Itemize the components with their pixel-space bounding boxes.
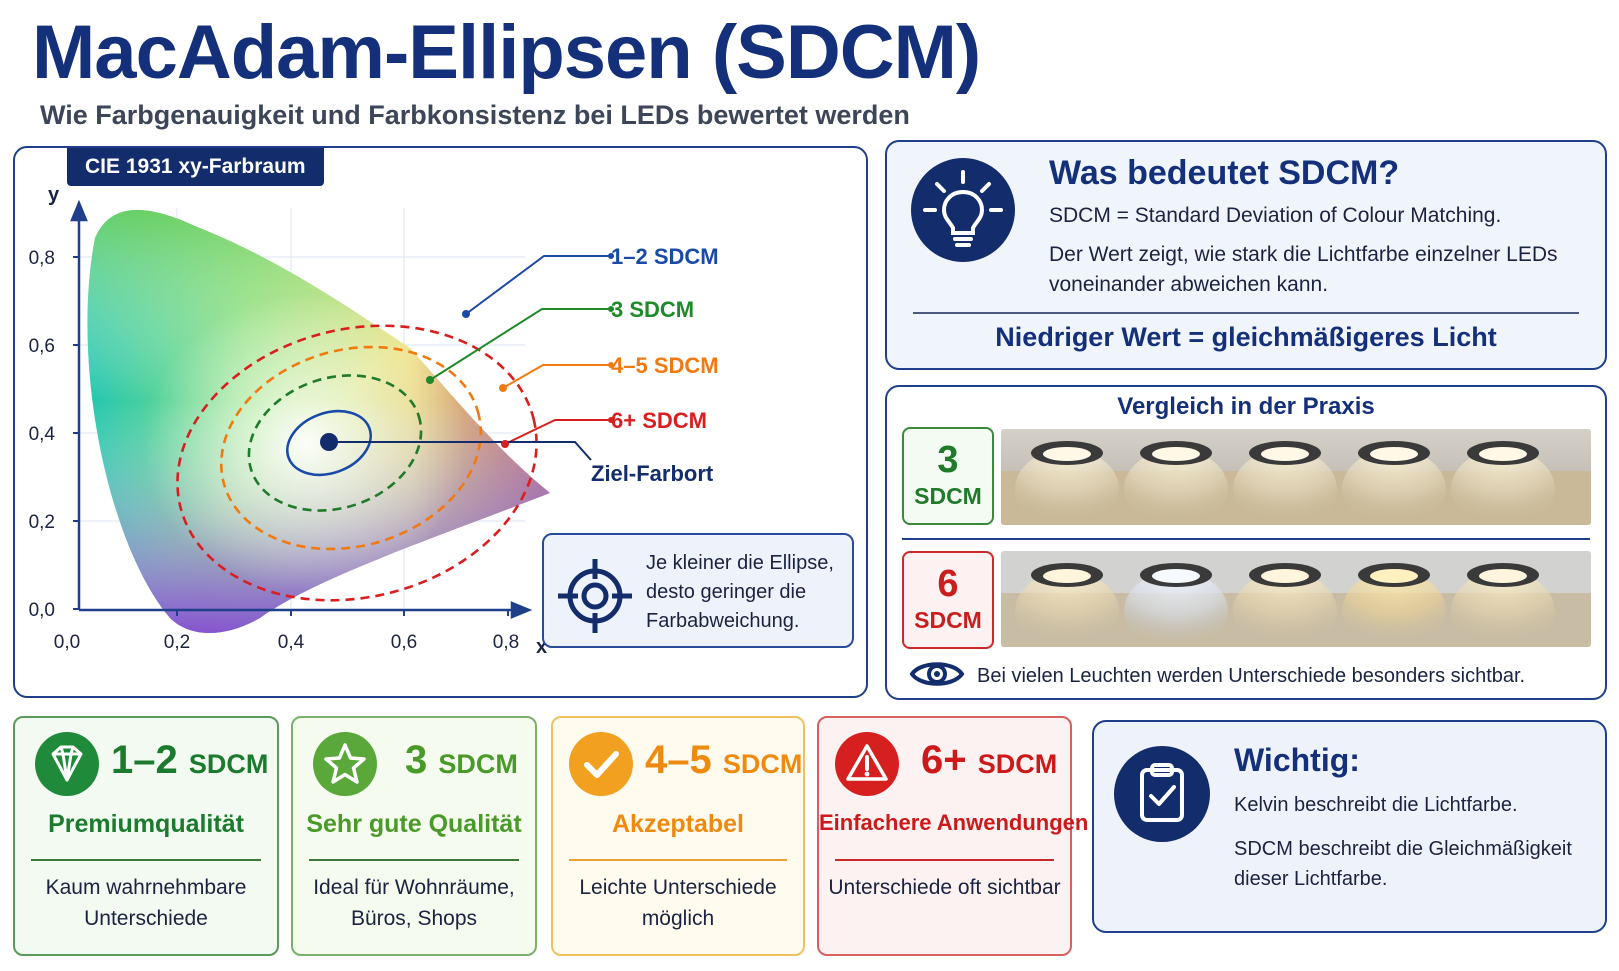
- legend-1-2-sdcm: 1–2 SDCM: [611, 244, 719, 269]
- y-tick: 0,2: [29, 512, 55, 533]
- y-axis-label: y: [48, 184, 60, 206]
- sdcm-definition: SDCM = Standard Deviation of Colour Matc…: [1049, 204, 1502, 227]
- x-tick: 0,6: [391, 632, 417, 653]
- comparison-footer: Bei vielen Leuchten werden Unterschiede …: [977, 665, 1526, 687]
- rating-value: 3: [405, 738, 428, 782]
- rating-description: Unterschiede oft sichtbar: [828, 876, 1061, 899]
- diamond-icon: [35, 732, 99, 796]
- downlight-row-3-sdcm: [1001, 429, 1591, 525]
- rating-quality: Sehr gute Qualität: [306, 810, 522, 838]
- divider: [835, 859, 1054, 861]
- check-icon: [569, 732, 633, 796]
- rating-card-3-sdcm: 3 SDCM Sehr gute Qualität Ideal für Wohn…: [291, 716, 537, 956]
- cie-diagram: y x 0,0 0,2 0,4 0,6 0,8 0,0 0,2 0,4 0,6 …: [29, 184, 719, 658]
- badge-3-sdcm: 3 SDCM: [902, 427, 994, 525]
- ellipse-4-5-sdcm: [219, 345, 483, 551]
- rating-unit: SDCM: [977, 749, 1058, 779]
- divider: [913, 312, 1579, 314]
- rating-unit: SDCM: [438, 749, 518, 779]
- rating-unit: SDCM: [722, 749, 803, 779]
- important-line-2: SDCM beschreibt die Gleichmäßigkeit dies…: [1234, 838, 1572, 890]
- page-title: MacAdam-Ellipsen (SDCM): [32, 10, 981, 95]
- x-tick: 0,4: [278, 632, 305, 653]
- lightbulb-icon: [911, 158, 1015, 262]
- rating-value: 1–2: [111, 738, 178, 782]
- rating-unit: SDCM: [188, 749, 269, 779]
- rating-quality: Premiumqualität: [48, 810, 244, 838]
- eye-icon: [909, 657, 965, 696]
- rating-quality: Akzeptabel: [612, 810, 744, 838]
- sdcm-explanation: Der Wert zeigt, wie stark die Lichtfarbe…: [1049, 243, 1558, 296]
- badge-unit: SDCM: [914, 483, 982, 509]
- downlight-row-6-sdcm: [1001, 551, 1591, 647]
- y-tick: 0,8: [29, 248, 55, 269]
- x-tick: 0,0: [54, 632, 80, 653]
- badge-unit: SDCM: [914, 607, 982, 633]
- target-icon: [556, 557, 634, 640]
- sdcm-definition-panel: Was bedeutet SDCM? SDCM = Standard Devia…: [885, 140, 1607, 370]
- target-point: [320, 433, 338, 451]
- divider: [902, 538, 1590, 540]
- badge-value: 6: [937, 563, 959, 605]
- rating-card-4-5-sdcm: 4–5 SDCM Akzeptabel Leichte Unterschiede…: [551, 716, 805, 956]
- important-panel: Wichtig: Kelvin beschreibt die Lichtfarb…: [1092, 720, 1607, 933]
- rating-quality: Einfachere Anwendungen: [819, 810, 1089, 835]
- warning-icon: [835, 732, 899, 796]
- y-tick: 0,6: [29, 336, 55, 357]
- star-icon: [313, 732, 377, 796]
- badge-6-sdcm: 6 SDCM: [902, 551, 994, 649]
- comparison-panel: Vergleich in der Praxis 3 SDCM: [885, 385, 1607, 700]
- legend-4-5-sdcm: 4–5 SDCM: [611, 353, 719, 378]
- x-tick: 0,8: [493, 632, 519, 653]
- y-tick: 0,4: [29, 424, 56, 445]
- cie-diagram-panel: y x 0,0 0,2 0,4 0,6 0,8 0,0 0,2 0,4 0,6 …: [13, 146, 868, 698]
- comparison-heading: Vergleich in der Praxis: [1117, 393, 1375, 420]
- badge-value: 3: [937, 439, 959, 481]
- x-tick: 0,2: [164, 632, 190, 653]
- ellipse-callout: Je kleiner die Ellipse, desto geringer d…: [542, 533, 854, 648]
- divider: [31, 859, 261, 861]
- ellipse-6-sdcm: [176, 324, 538, 602]
- divider: [569, 859, 787, 861]
- callout-text: Je kleiner die Ellipse, desto geringer d…: [646, 552, 834, 632]
- diagram-tag: CIE 1931 xy-Farbraum: [67, 148, 324, 186]
- rating-card-6-sdcm: 6+ SDCM Einfachere Anwendungen Unterschi…: [817, 716, 1089, 956]
- x-axis-label: x: [536, 636, 547, 658]
- rating-description: Ideal für Wohnräume, Büros, Shops: [313, 876, 515, 930]
- page-subtitle: Wie Farbgenauigkeit und Farbkonsistenz b…: [40, 100, 910, 130]
- sdcm-heading: Was bedeutet SDCM?: [1049, 154, 1400, 192]
- important-line-1: Kelvin beschreibt die Lichtfarbe.: [1234, 794, 1518, 816]
- ellipse-1-2-sdcm: [286, 409, 372, 477]
- y-tick: 0,0: [29, 600, 55, 621]
- legend-3-sdcm: 3 SDCM: [611, 297, 694, 322]
- target-label: Ziel-Farbort: [591, 461, 714, 486]
- divider: [309, 859, 519, 861]
- legend-6-sdcm: 6+ SDCM: [611, 408, 707, 433]
- ellipse-3-sdcm: [247, 374, 423, 512]
- rating-description: Kaum wahrnehmbare Unterschiede: [45, 876, 247, 930]
- rating-card-1-2-sdcm: 1–2 SDCM Premiumqualität Kaum wahrnehmba…: [13, 716, 279, 956]
- clipboard-check-icon: [1114, 746, 1210, 842]
- important-heading: Wichtig:: [1234, 742, 1360, 778]
- rating-value: 6+: [921, 738, 967, 782]
- rating-value: 4–5: [645, 738, 712, 782]
- sdcm-highlight: Niedriger Wert = gleichmäßigeres Licht: [995, 322, 1497, 352]
- rating-description: Leichte Unterschiede möglich: [579, 876, 777, 930]
